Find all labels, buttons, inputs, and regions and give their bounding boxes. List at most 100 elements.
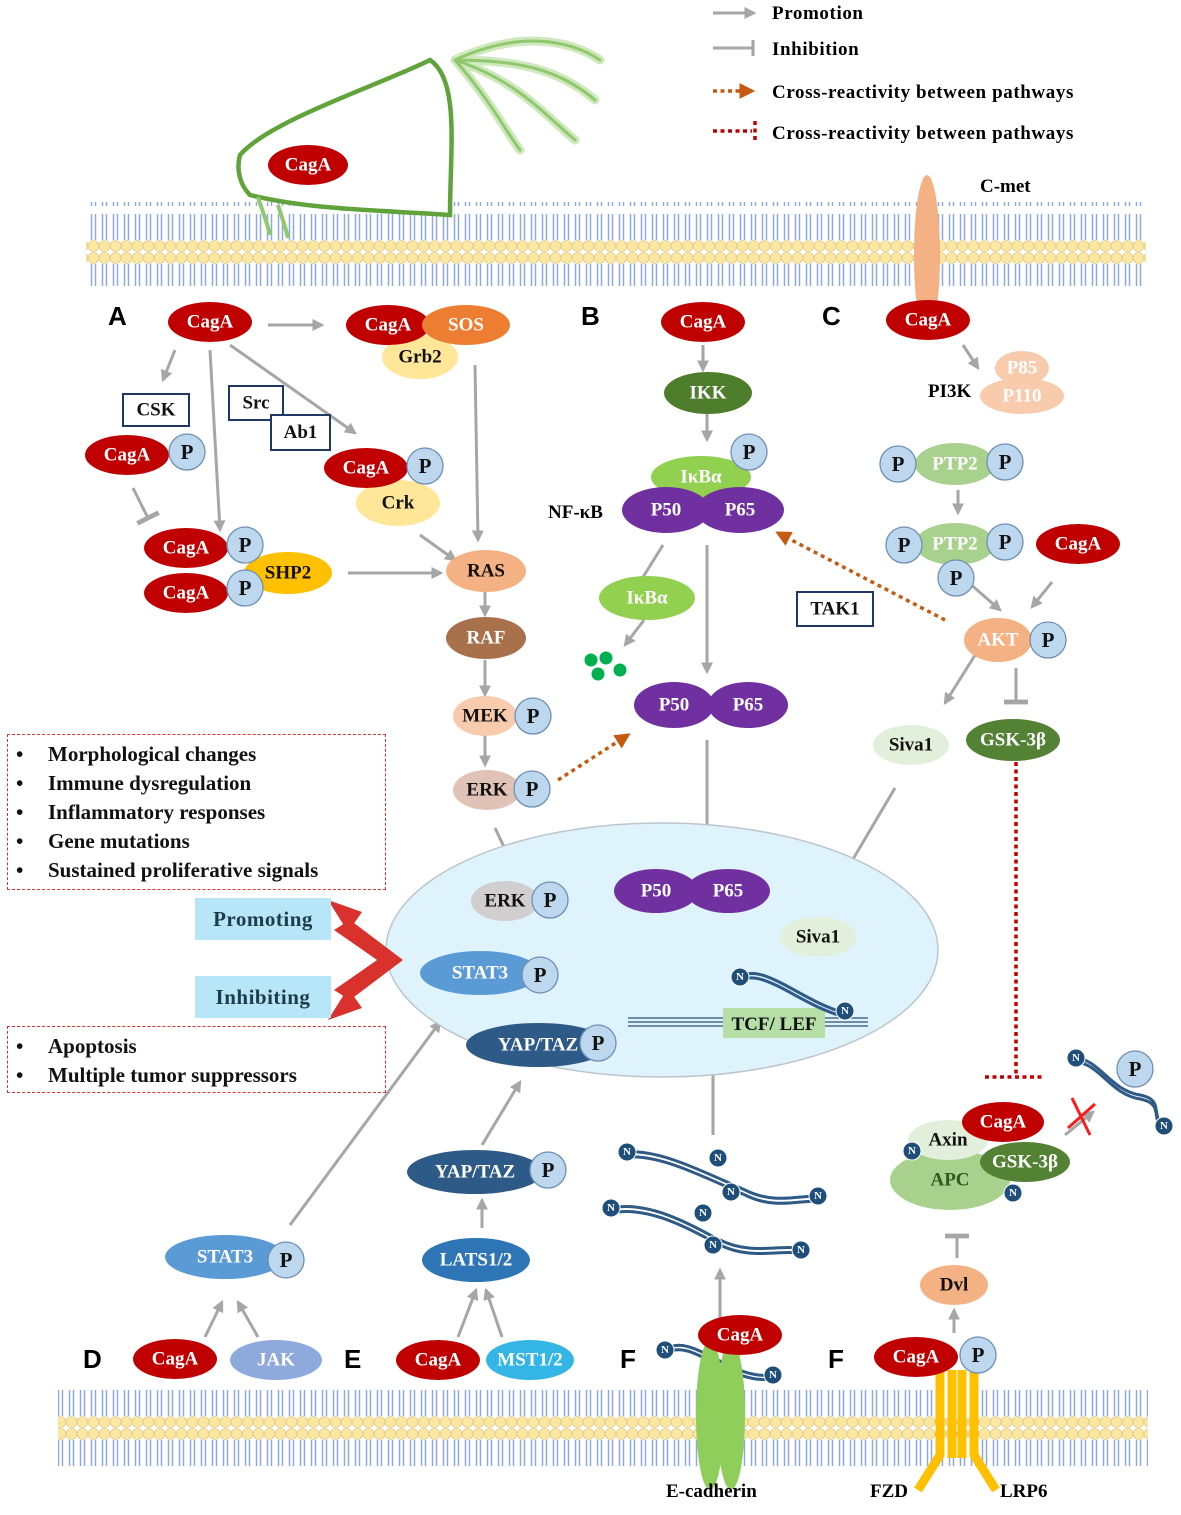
- axin-label: Axin: [928, 1130, 968, 1151]
- effect-item: Immune dysregulation: [8, 769, 385, 798]
- legend-cross-red: Cross-reactivity between pathways: [772, 123, 1074, 144]
- p-shp2-top: [226, 526, 264, 564]
- mst: [486, 1340, 574, 1380]
- p-erk-nucleus-label: P: [544, 888, 557, 912]
- ptp2-bottom: [915, 523, 995, 565]
- cagA-akt: [1036, 524, 1120, 564]
- lrp6-label: LRP6: [1000, 1481, 1048, 1502]
- ikk: [664, 372, 752, 414]
- crk-label: Crk: [382, 493, 415, 514]
- cross-reactivity-arrows: [557, 531, 1043, 1079]
- gsk3b-cyto-label: GSK-3β: [980, 730, 1046, 751]
- p-ptp2-bottom-r-label: P: [999, 530, 1012, 554]
- p110: [980, 378, 1064, 414]
- panel-a: A: [108, 301, 127, 331]
- p-erk-nucleus: [531, 881, 569, 919]
- effect-item: Sustained proliferative signals: [8, 856, 385, 885]
- erk-nucleus-label: ERK: [484, 891, 525, 912]
- sos: [422, 305, 510, 345]
- gsk3b-complex: [980, 1142, 1070, 1182]
- n-terminus-6-label: N: [607, 1202, 615, 1214]
- p-stat3-d: [267, 1241, 305, 1279]
- p-csk: [168, 433, 206, 471]
- p65-bound-label: P65: [725, 500, 756, 521]
- legend-promotion: Promotion: [772, 3, 864, 24]
- cagA-complex: [962, 1102, 1044, 1142]
- panel-e: E: [344, 1344, 361, 1374]
- cagA-a-main-label: CagA: [187, 312, 234, 333]
- p65-bound: [696, 487, 784, 533]
- n-terminus-11-label: N: [769, 1369, 777, 1381]
- n-terminus-1-label: N: [841, 1005, 849, 1017]
- sos-label: SOS: [448, 315, 484, 336]
- raf: [446, 617, 526, 659]
- apc-label: APC: [930, 1170, 969, 1191]
- cagA-b-label: CagA: [680, 312, 727, 333]
- p-akt: [1029, 621, 1067, 659]
- siva1-cyto-label: Siva1: [889, 735, 933, 756]
- siva1-nucleus: [780, 917, 856, 957]
- raf-label: RAF: [466, 628, 505, 649]
- n-terminus-6: [601, 1198, 621, 1218]
- akt: [964, 618, 1032, 662]
- cagA-bacterium-label: CagA: [285, 155, 332, 176]
- n-terminus-11: [763, 1365, 783, 1385]
- cagA-e: [396, 1340, 480, 1380]
- promote-inhibit-chevron: [328, 900, 403, 1020]
- c-met-receptor: [914, 175, 940, 335]
- cagA-sos: [346, 305, 430, 345]
- yaptaz-nucleus-label: YAP/TAZ: [498, 1035, 578, 1056]
- csk-box: [122, 393, 190, 427]
- effect-item: Multiple tumor suppressors: [8, 1061, 385, 1090]
- grb2-label: Grb2: [398, 347, 441, 368]
- grb2: [382, 335, 458, 379]
- p-csk-label: P: [181, 440, 194, 464]
- inhibited-effects-box: ApoptosisMultiple tumor suppressors: [7, 1026, 386, 1093]
- n-terminus-8: [703, 1235, 723, 1255]
- lats-label: LATS1/2: [440, 1250, 513, 1271]
- n-terminus-9-label: N: [797, 1244, 805, 1256]
- erk-cyto-label: ERK: [466, 780, 507, 801]
- p-ikba-label: P: [743, 440, 756, 464]
- p-ptp2-top-l-label: P: [892, 452, 905, 476]
- cagA-csk-label: CagA: [104, 445, 151, 466]
- apc: [890, 1150, 1010, 1210]
- n-terminus-7: [693, 1203, 713, 1223]
- cagA-f1-label: CagA: [717, 1325, 764, 1346]
- panel-c: C: [822, 301, 841, 331]
- nf-kb-label: NF-κB: [548, 502, 603, 523]
- fzd-lrp6-receptor: [914, 1370, 1000, 1493]
- n-terminus-0: [730, 967, 750, 987]
- p-ptp2-bottom-b: [937, 559, 975, 597]
- legend: Promotion Inhibition Cross-reactivity be…: [713, 3, 1074, 144]
- n-terminus-4-label: N: [727, 1186, 735, 1198]
- ikba-bound-label: IκBα: [680, 467, 722, 488]
- cagA-e-label: CagA: [415, 1350, 462, 1371]
- csk-box-label: CSK: [136, 400, 175, 421]
- tcf-lef-label: TCF/ LEF: [732, 1014, 817, 1035]
- panel-d: D: [83, 1344, 102, 1374]
- cagA-complex-label: CagA: [980, 1112, 1027, 1133]
- legend-cross-orange: Cross-reactivity between pathways: [772, 82, 1074, 103]
- stat3-d-label: STAT3: [197, 1247, 253, 1268]
- cagA-c: [886, 300, 970, 340]
- p-erk-cyto-label: P: [526, 777, 539, 801]
- p-erk-cyto: [513, 770, 551, 808]
- ab1-box: [270, 414, 331, 451]
- p-crk-label: P: [419, 454, 432, 478]
- promoting-label: Promoting: [195, 898, 331, 940]
- cagA-d: [133, 1339, 217, 1379]
- cagA-shp2-bottom: [144, 573, 228, 613]
- p-yaptaz-e-label: P: [542, 1158, 555, 1182]
- siva1-cyto: [873, 725, 949, 765]
- p-shp2-bottom: [226, 569, 264, 607]
- p-ptp2-bottom-l: [885, 526, 923, 564]
- n-terminus-3-label: N: [714, 1152, 722, 1164]
- panel-b: B: [581, 301, 600, 331]
- nucleus: [385, 822, 939, 1078]
- n-terminus-2: [617, 1142, 637, 1162]
- p-ptp2-top-l: [879, 445, 917, 483]
- cagA-d-label: CagA: [152, 1349, 199, 1370]
- cagA-b: [661, 302, 745, 342]
